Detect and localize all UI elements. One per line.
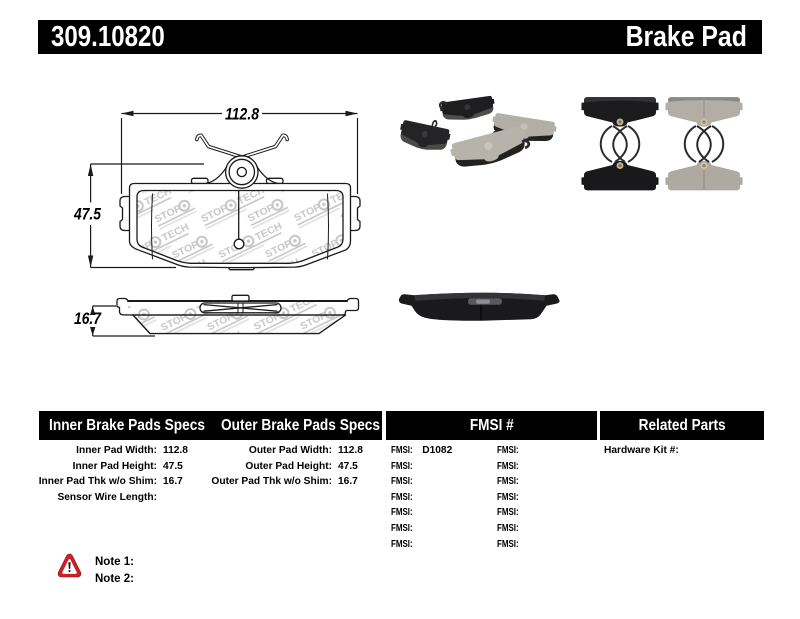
front-view-drawing	[119, 133, 361, 271]
photo-pad-front-top-right	[665, 97, 743, 127]
inner-spec-row: Inner Pad Thk w/o Shim: 16.7	[30, 475, 183, 488]
photo-pad-back-bottom-left	[581, 160, 659, 191]
fmsi-row: FMSI:	[391, 475, 422, 488]
fmsi-row: FMSI:	[391, 522, 422, 535]
spec-label: FMSI:	[391, 538, 413, 550]
fmsi-row: FMSI:	[391, 491, 422, 504]
fmsi-row: FMSI:	[497, 506, 528, 519]
fmsi-row: FMSI:	[497, 522, 528, 535]
spec-label: FMSI:	[496, 460, 519, 472]
outer-spec-row: Outer Pad Height: 47.5	[190, 460, 358, 473]
spec-label: Outer Pad Height:	[245, 460, 332, 472]
spec-value: 47.5	[163, 460, 183, 472]
outer-specs-header: Outer Brake Pads Specs	[220, 416, 380, 434]
photo-pad-dark-top	[438, 95, 496, 122]
spec-label: Inner Pad Width:	[76, 445, 157, 456]
inner-spec-row: Sensor Wire Length:	[30, 491, 163, 504]
dimension-thickness	[90, 305, 155, 337]
spec-label: Outer Pad Thk w/o Shim:	[211, 476, 332, 488]
spec-label: FMSI:	[496, 491, 519, 503]
spec-label: FMSI:	[496, 538, 519, 550]
photo-pad-back-top-left	[581, 97, 659, 127]
spec-label: FMSI:	[391, 507, 413, 519]
inner-spec-row: Inner Pad Width: 112.8	[30, 444, 188, 457]
spec-label: Hardware Kit #:	[604, 445, 679, 456]
spec-value: 112.8	[338, 445, 363, 456]
product-type-label: Brake Pad	[625, 20, 747, 53]
spec-label: FMSI:	[496, 523, 519, 534]
wear-sensor-clip-right	[683, 125, 725, 163]
sensor-wire	[195, 133, 289, 160]
photo-pad-light-bottom	[448, 124, 531, 171]
spec-label: Inner Pad Thk w/o Shim:	[38, 476, 157, 488]
width-dimension-label: 112.8	[225, 105, 259, 124]
fmsi-row: FMSI:	[391, 538, 422, 551]
fmsi-header-label: FMSI #	[469, 416, 514, 434]
part-number: 309.10820	[51, 20, 165, 53]
spec-value: 47.5	[338, 460, 358, 472]
edge-view-drawing	[116, 294, 360, 335]
outer-spec-row: Outer Pad Width: 112.8	[190, 444, 363, 457]
fmsi-row: FMSI: D1082	[391, 444, 452, 457]
height-dimension-label: 47.5	[73, 205, 101, 224]
fmsi-row: FMSI:	[497, 491, 528, 504]
spec-value: 16.7	[338, 476, 358, 488]
spec-value: 16.7	[163, 476, 183, 488]
related-parts-row: Hardware Kit #:	[604, 444, 685, 457]
dimension-width	[120, 110, 359, 194]
photo-pads-flat	[581, 97, 743, 191]
spec-label: FMSI:	[391, 523, 413, 534]
spec-label: FMSI:	[496, 507, 519, 519]
outer-spec-row: Outer Pad Thk w/o Shim: 16.7	[190, 475, 358, 488]
fmsi-row: FMSI:	[497, 444, 528, 457]
title-bar: 309.10820 Brake Pad	[38, 20, 762, 54]
spec-value: D1082	[422, 445, 453, 456]
spec-label: FMSI:	[496, 445, 519, 456]
spec-label: Outer Pad Width:	[248, 445, 332, 456]
inner-spec-row: Inner Pad Height: 47.5	[30, 460, 183, 473]
fmsi-row: FMSI:	[391, 460, 422, 473]
inner-specs-header: Inner Brake Pads Specs	[49, 416, 205, 434]
pads-specs-header: Inner Brake Pads Specs Outer Brake Pads …	[39, 411, 382, 440]
photo-pad-edge	[398, 292, 560, 321]
spec-label: FMSI:	[391, 445, 413, 456]
wear-sensor-clip-left	[599, 125, 641, 163]
related-parts-header: Related Parts	[600, 411, 764, 440]
dimension-height	[87, 163, 204, 269]
related-parts-header-label: Related Parts	[638, 416, 726, 434]
fmsi-header: FMSI #	[386, 411, 597, 440]
warning-triangle-icon	[57, 553, 82, 578]
fmsi-row: FMSI:	[497, 475, 528, 488]
fmsi-row: FMSI:	[391, 506, 422, 519]
spec-label: FMSI:	[391, 491, 413, 503]
spec-label: FMSI:	[496, 476, 519, 488]
fmsi-row: FMSI:	[497, 538, 528, 551]
spec-label: FMSI:	[391, 460, 413, 472]
spec-label: Sensor Wire Length:	[57, 491, 157, 503]
spec-value: 112.8	[163, 445, 188, 456]
photo-pad-front-bottom-right	[665, 160, 743, 191]
photo-pad-dark-left	[397, 119, 452, 153]
thickness-dimension-label: 16.7	[74, 309, 102, 328]
photo-pads-perspective	[397, 95, 558, 171]
spec-label: Inner Pad Height:	[72, 460, 157, 472]
note-1: Note 1:	[95, 556, 134, 568]
note-2: Note 2:	[95, 572, 134, 585]
fmsi-row: FMSI:	[497, 460, 528, 473]
spec-label: FMSI:	[391, 476, 413, 488]
